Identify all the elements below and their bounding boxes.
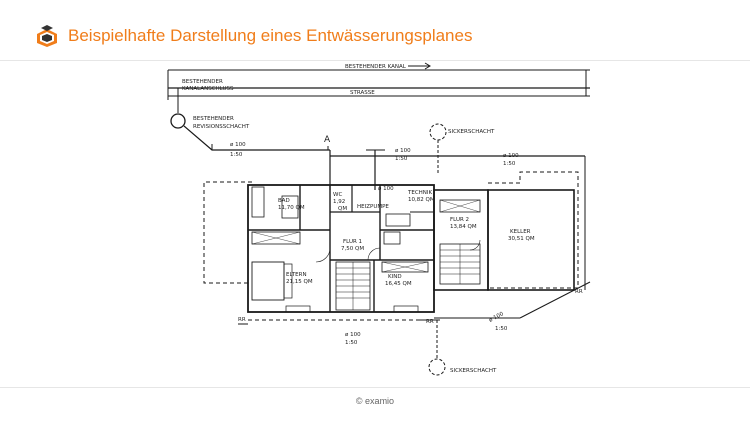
label-strasse: STRASSE [350, 90, 375, 96]
label-pipe-2-dn: ø 100 [395, 148, 411, 154]
label-rr-1: RR [238, 317, 246, 323]
label-pipe-3-dn: ø 100 [503, 153, 519, 159]
label-bad: BAD [278, 198, 290, 204]
label-revisionsschacht-2: REVISIONSSCHACHT [193, 124, 250, 130]
page-title: Beispielhafte Darstellung eines Entwässe… [68, 26, 473, 45]
revision-manhole [170, 113, 186, 129]
label-bad-area: 11,70 QM [278, 205, 305, 211]
label-wc: WC [333, 192, 342, 198]
label-pipe-5-dn: ø 100 [488, 311, 505, 324]
label-pipe-2-slope: 1:50 [395, 156, 408, 162]
label-kanalanschluss-2: KANALANSCHLUSS [182, 86, 234, 92]
label-pipe-4-slope: 1:50 [345, 340, 358, 346]
label-pipe-4-dn: ø 100 [345, 332, 361, 338]
label-kanalanschluss-1: BESTEHENDER [182, 79, 223, 85]
book-hat-logo-icon [37, 25, 57, 47]
label-sickerschacht-bottom: SICKERSCHACHT [450, 368, 497, 374]
label-pipe-6-dn: ø 100 [378, 186, 394, 192]
label-pipe-1-dn: ø 100 [230, 142, 246, 148]
label-wc-area: 1,92 [333, 199, 345, 205]
header-divider [0, 60, 750, 61]
label-rr-2: RR [426, 319, 434, 325]
footer-copyright: © examio [355, 396, 395, 406]
label-bestehender-kanal: BESTEHENDER KANAL [345, 64, 407, 70]
label-flur1-area: 7,50 QM [341, 246, 364, 252]
label-revisionsschacht-1: BESTEHENDER [193, 116, 234, 122]
seepage-shaft-bottom [428, 358, 446, 376]
label-keller-area: 30,51 QM [508, 236, 535, 242]
label-pipe-1-slope: 1:50 [230, 152, 243, 158]
footer-divider [0, 387, 750, 388]
label-sickerschacht-top: SICKERSCHACHT [448, 129, 495, 135]
label-rr-3: RR [575, 289, 583, 295]
label-kind: KIND [388, 274, 402, 280]
section-marker-a: A [324, 135, 331, 145]
drainage-plan-drawing: BESTEHENDER KANAL BESTEHENDER KANALANSCH… [167, 62, 591, 376]
label-eltern-area: 21,15 QM [286, 279, 313, 285]
bed-symbol [251, 261, 285, 301]
label-technik-area: 10,82 QM [408, 197, 435, 203]
seepage-shaft-top [429, 123, 447, 141]
label-kind-area: 16,45 QM [385, 281, 412, 287]
label-eltern: ELTERN [286, 272, 307, 278]
label-keller: KELLER [510, 229, 531, 235]
label-heizpumpe: HEIZPUMPE [357, 204, 389, 210]
label-flur2: FLUR 2 [450, 217, 469, 223]
label-flur2-area: 13,84 QM [450, 224, 477, 230]
label-pipe-5-slope: 1:50 [495, 326, 508, 332]
label-pipe-3-slope: 1:50 [503, 161, 516, 167]
label-wc-unit: QM [338, 206, 347, 212]
label-flur1: FLUR 1 [343, 239, 362, 245]
label-technik: TECHNIK [407, 190, 433, 196]
